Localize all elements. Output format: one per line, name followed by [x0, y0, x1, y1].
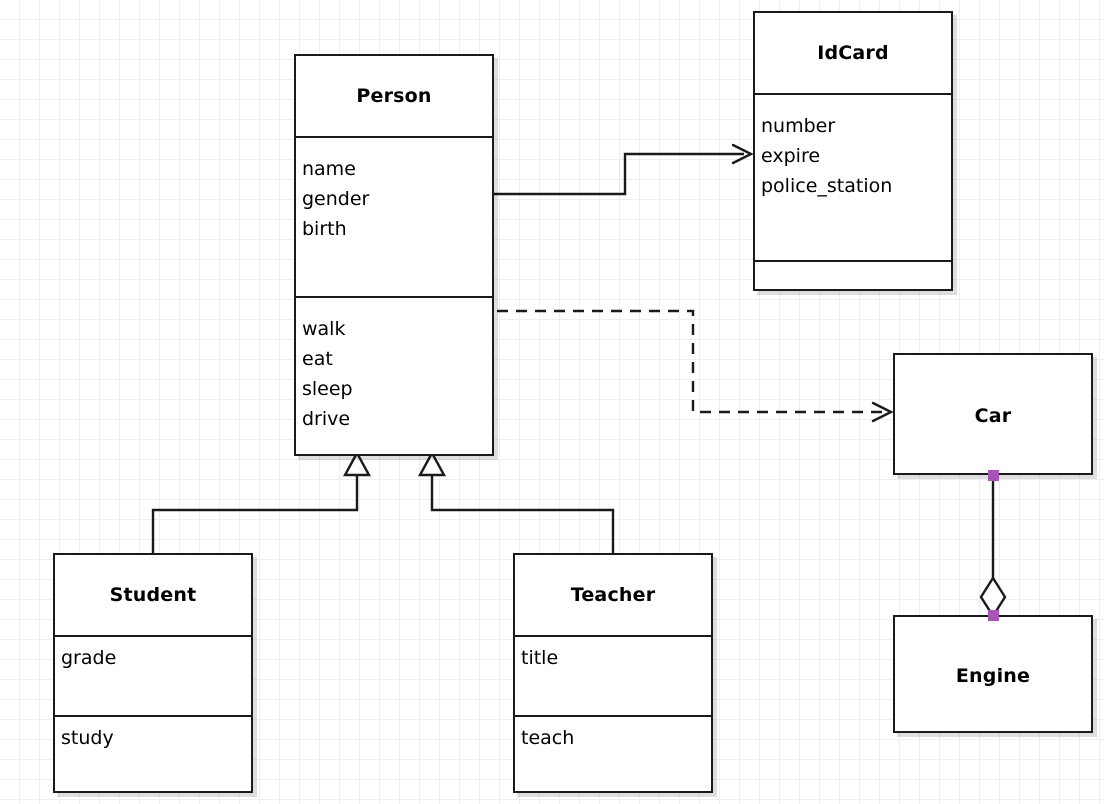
class-name-teacher: Teacher: [570, 584, 656, 606]
class-box-engine[interactable]: Engine: [893, 615, 1093, 733]
edge-person-idcard[interactable]: [494, 143, 754, 196]
handle-car-bottom[interactable]: [988, 470, 999, 481]
class-member: sleep: [302, 378, 353, 400]
class-member: number: [761, 115, 836, 137]
edge-teacher-person[interactable]: [417, 450, 615, 553]
class-operations-person: walk eat sleep drive: [296, 296, 492, 458]
class-box-teacher[interactable]: Teacher title teach: [513, 553, 713, 793]
edge-student-person[interactable]: [151, 450, 372, 553]
class-member: gender: [302, 188, 370, 210]
handle-engine-top[interactable]: [988, 610, 999, 621]
open-arrowhead-icon: [871, 401, 894, 423]
edge-person-car[interactable]: [497, 309, 894, 423]
class-member: police_station: [761, 175, 893, 197]
class-box-person[interactable]: Person name gender birth walk eat sleep drive: [294, 54, 494, 456]
class-box-car[interactable]: Car: [893, 353, 1093, 475]
class-name-person: Person: [356, 85, 432, 107]
class-attributes-idcard: number expire police_station: [755, 93, 951, 260]
class-name-idcard: IdCard: [817, 42, 889, 64]
open-arrowhead-icon: [731, 143, 754, 165]
class-name-car: Car: [974, 405, 1012, 427]
class-attributes-teacher: title: [515, 635, 711, 715]
class-member: teach: [521, 727, 575, 749]
class-member: name: [302, 158, 356, 180]
class-box-student[interactable]: Student grade study: [53, 553, 253, 793]
class-operations-idcard: [755, 260, 951, 293]
class-member: study: [61, 727, 114, 749]
edge-car-engine[interactable]: [979, 477, 1007, 619]
class-member: grade: [61, 647, 117, 669]
class-member: walk: [302, 318, 346, 340]
class-member: expire: [761, 145, 821, 167]
class-attributes-student: grade: [55, 635, 251, 715]
class-member: title: [521, 647, 559, 669]
class-name-engine: Engine: [955, 665, 1031, 687]
class-operations-teacher: teach: [515, 715, 711, 795]
class-member: birth: [302, 218, 347, 240]
class-box-idcard[interactable]: IdCard number expire police_station: [753, 11, 953, 291]
class-member: drive: [302, 408, 351, 430]
class-operations-student: study: [55, 715, 251, 795]
class-member: eat: [302, 348, 333, 370]
class-name-student: Student: [109, 584, 197, 606]
class-attributes-person: name gender birth: [296, 136, 492, 296]
